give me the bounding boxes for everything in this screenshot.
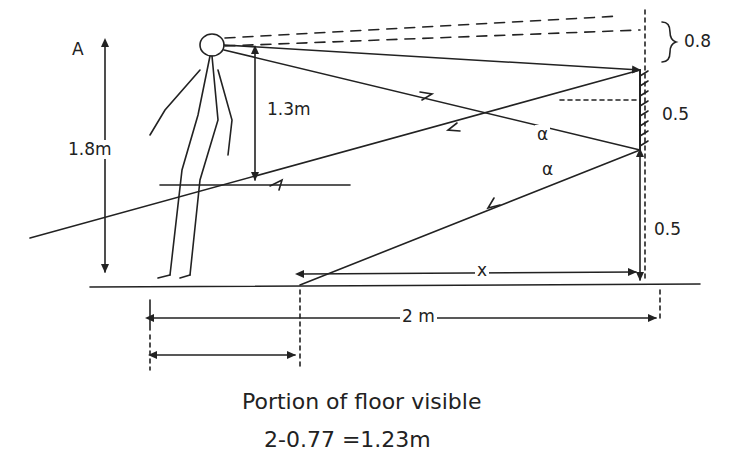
dimension-label: A [70,40,86,59]
dimension-label: 1.3m [265,100,313,119]
dimension-label: α [540,160,555,179]
dimension-label: 0.5 [652,220,683,239]
dimension-label: x [475,261,489,280]
dimension-label: 1.8m [66,140,114,159]
note-text: Portion of floor visible [240,390,483,414]
dimension-label: 0.8 [682,32,713,51]
note-text: 2-0.77 =1.23m [262,428,433,452]
dimension-label: 0.5 [660,105,691,124]
dimension-label: α [535,125,550,144]
dimension-label: 2 m [400,307,437,326]
